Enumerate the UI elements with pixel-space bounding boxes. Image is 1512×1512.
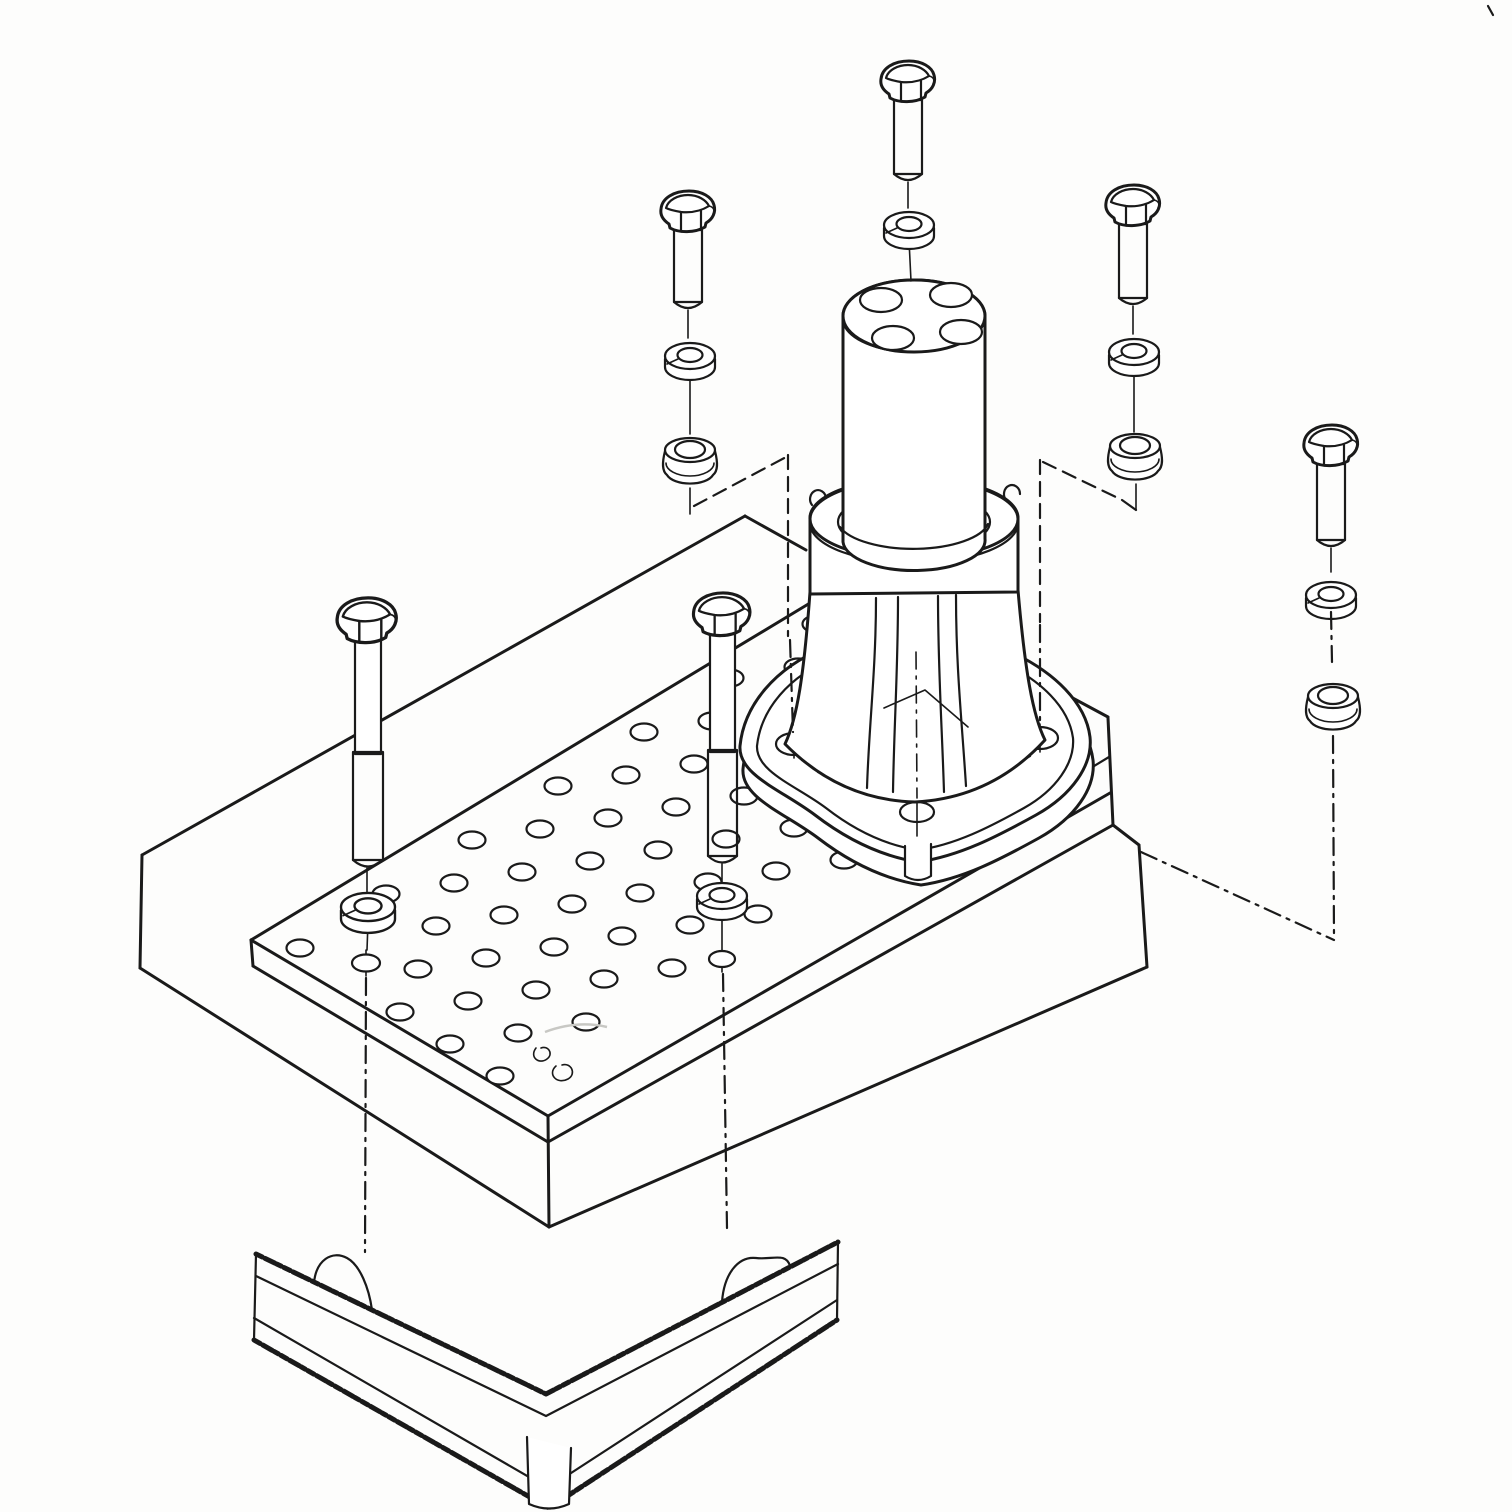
plate-hole: [457, 830, 487, 850]
lock-nut: [1304, 682, 1362, 731]
plate-hole: [643, 840, 673, 860]
plate-hole: [629, 722, 659, 742]
column-top-hole: [928, 281, 974, 309]
hex-bolt-left: Hex bolt, left flange hole: [659, 189, 719, 515]
plate-hole: [521, 980, 551, 1000]
hex-bolt-top: Hex bolt above column top: [879, 59, 937, 282]
plate-hole: [743, 904, 773, 924]
lock-nut: [1106, 432, 1164, 481]
long-bolt-left: Long hex bolt through plate, left: [335, 596, 398, 977]
plate-hole: [625, 883, 655, 903]
plate-hole: [539, 937, 569, 957]
hex-bolt-right: Hex bolt, right flange hole: [1104, 183, 1164, 511]
column-centerline: [915, 651, 918, 799]
channel-boss-left: [312, 1254, 374, 1312]
plate-hole: [489, 905, 519, 925]
plate-hole: [503, 1023, 533, 1043]
plate-hole: [657, 958, 687, 978]
plate-hole: [557, 894, 587, 914]
plate-hole: [471, 948, 501, 968]
lock-nut: [661, 436, 719, 485]
plate-hole: [525, 819, 555, 839]
plate-hole: [679, 754, 709, 774]
plate-hole: [675, 915, 705, 935]
plate-hole: [593, 808, 623, 828]
plate-hole: [385, 1002, 415, 1022]
plate-hole: [435, 1034, 465, 1054]
corner-channel: V corner channel bracket with domed boss…: [251, 1239, 841, 1511]
plate-hole: [285, 938, 315, 958]
column-top-hole: [938, 318, 984, 346]
plate-hole: [543, 776, 573, 796]
channel-boss-right: [720, 1256, 792, 1304]
flat-washer: [339, 891, 397, 935]
column-top-hole: [858, 286, 904, 314]
column-top-hole: [870, 324, 916, 352]
surface-marks: [532, 1023, 608, 1082]
plate-hole: [571, 1012, 601, 1032]
plate-hole: [439, 873, 469, 893]
pedestal-column: Pedestal column with fluted taper and fl…: [783, 278, 1047, 804]
plate-hole: [485, 1066, 515, 1086]
flat-washer: [695, 881, 749, 922]
plate-hole: [761, 861, 791, 881]
plate-hole: [589, 969, 619, 989]
long-bolt-mid: Long hex bolt through plate, middle: [691, 591, 752, 973]
plate-hole: [661, 797, 691, 817]
plate-hole: [611, 765, 641, 785]
plate-hole: [575, 851, 605, 871]
plate-hole: [607, 926, 637, 946]
plate-hole: [403, 959, 433, 979]
flange-front-tab: [903, 842, 933, 882]
hex-bolt-far-right: Hex bolt, far right corner: [1302, 423, 1362, 940]
phantom-lines: Dash-dot assembly centerline: [363, 4, 1495, 1254]
plate-hole: [711, 829, 741, 849]
plate-bolt-hole: [350, 953, 382, 973]
plate-hole: [507, 862, 537, 882]
plate-bolt-hole: [707, 949, 737, 969]
flat-washer: [663, 341, 717, 382]
flat-washer: [1107, 337, 1161, 378]
plate-hole: [453, 991, 483, 1011]
plate-hole: [421, 916, 451, 936]
flat-washer: [882, 210, 936, 251]
